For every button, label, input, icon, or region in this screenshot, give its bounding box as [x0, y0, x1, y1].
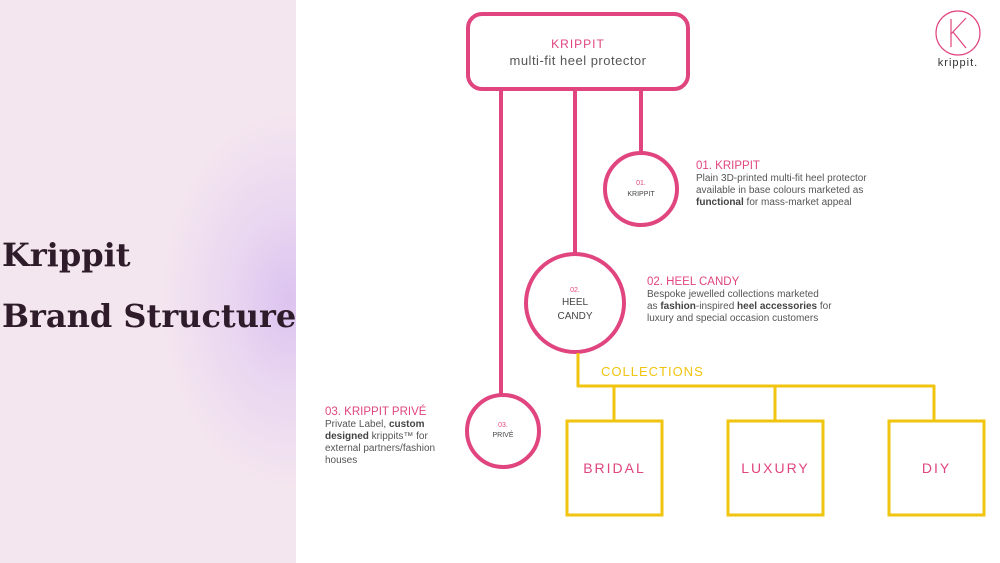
desc-krippit-bold: functional: [696, 197, 744, 208]
desc-prive-text2: krippits™ for external partners/fashion …: [325, 431, 436, 466]
circle-heel-candy-number: 02.: [570, 287, 580, 294]
box-diy: [887, 419, 986, 517]
desc-heel-candy: 02. HEEL CANDY Bespoke jewelled collecti…: [647, 276, 832, 325]
page-title-line1: Krippit: [2, 236, 131, 274]
desc-prive-bold: custom designed: [325, 419, 425, 442]
desc-krippit-text2: for mass-market appeal: [743, 197, 852, 208]
logo-text: krippit.: [937, 57, 979, 69]
desc-krippit: 01. KRIPPIT Plain 3D-printed multi-fit h…: [696, 160, 871, 209]
box-luxury: [726, 419, 825, 517]
desc-heel-candy-text1: Bespoke jewelled collections marketed as: [647, 289, 819, 312]
krippit-logo-icon: [935, 10, 981, 56]
circle-prive-name: PRIVÉ: [492, 432, 514, 439]
top-box: [466, 12, 690, 91]
desc-heel-candy-bold1: fashion: [660, 301, 696, 312]
desc-prive: 03. KRIPPIT PRIVÉ Private Label, custom …: [325, 406, 455, 467]
desc-krippit-heading: 01. KRIPPIT: [696, 160, 760, 172]
desc-heel-candy-text2: -inspired: [695, 301, 738, 312]
desc-prive-text1: Private Label,: [325, 419, 389, 430]
circle-krippit-name: KRIPPIT: [627, 191, 655, 198]
circle-krippit-number: 01.: [636, 180, 646, 187]
circle-heel-candy-line2: CANDY: [557, 311, 593, 322]
collection-luxury: LUXURY: [741, 460, 810, 476]
left-panel: [0, 0, 296, 563]
circle-heel-candy: [524, 252, 626, 354]
collections-label: COLLECTIONS: [601, 364, 704, 379]
collection-bridal: BRIDAL: [583, 460, 646, 476]
box-bridal: [565, 419, 664, 517]
circle-prive-number: 03.: [498, 422, 508, 429]
top-box-tagline: multi-fit heel protector: [509, 53, 647, 68]
collection-diy: DIY: [921, 460, 952, 476]
desc-prive-heading: 03. KRIPPIT PRIVÉ: [325, 406, 427, 418]
desc-heel-candy-bold2: heel accessories: [737, 301, 818, 312]
circle-krippit: [603, 151, 679, 227]
circle-prive: [465, 393, 541, 469]
circle-heel-candy-line1: HEEL: [561, 297, 589, 308]
desc-krippit-text1: Plain 3D-printed multi-fit heel protecto…: [696, 173, 867, 196]
top-box-brand: KRIPPIT: [551, 37, 605, 51]
page-title-line2: Brand Structure: [2, 297, 297, 335]
desc-heel-candy-heading: 02. HEEL CANDY: [647, 276, 740, 288]
desc-heel-candy-text3: for luxury and special occasion customer…: [647, 301, 832, 324]
